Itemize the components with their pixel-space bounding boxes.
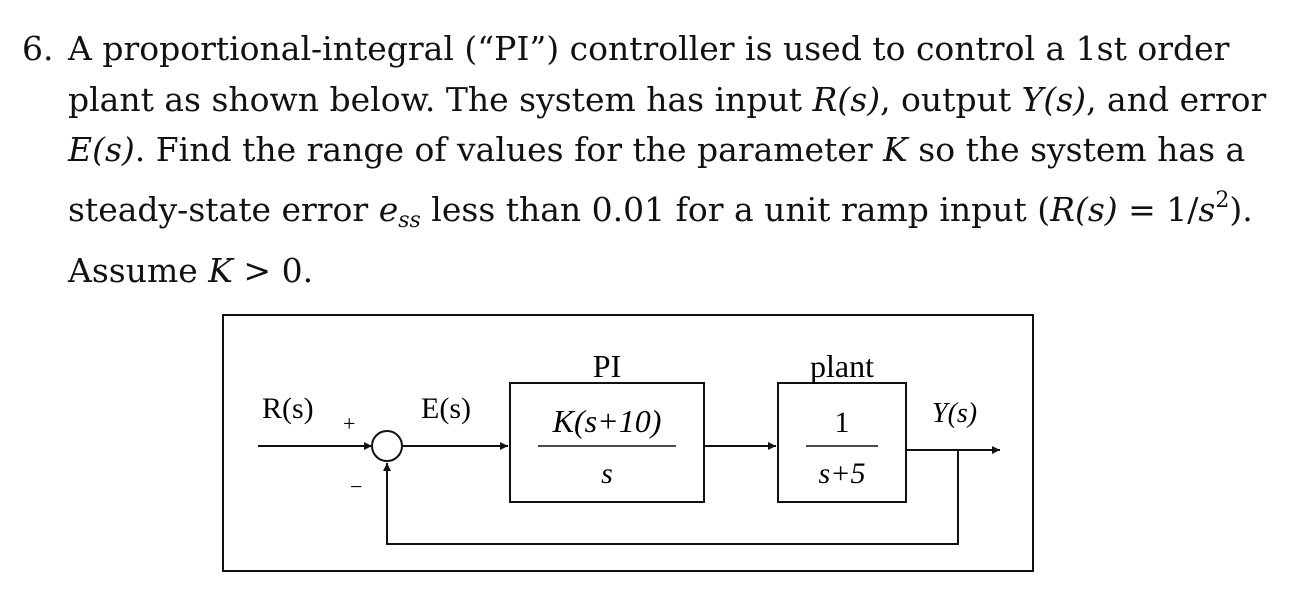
problem-text-segment: > 0. [232, 251, 314, 290]
math-ess-subscript: ss [398, 207, 421, 233]
output-label: Y(s) [932, 398, 977, 429]
problem-text-segment: plant as shown below. The system has inp… [68, 79, 813, 119]
problem-text-segment: ). [1229, 189, 1253, 229]
problem-text-segment: . Find the range of values for the param… [134, 130, 884, 169]
pi-numerator: K(s+10) [552, 403, 662, 439]
diagram-frame [222, 314, 1034, 572]
plus-sign: + [343, 411, 355, 436]
math-input-R: R(s) [812, 79, 881, 119]
math-parameter-K: K [208, 251, 233, 290]
math-s-variable: s [1198, 189, 1216, 229]
plant-numerator: 1 [835, 406, 850, 439]
problem-text-segment: less than 0.01 for a unit ramp input ( [420, 189, 1051, 229]
problem-text-segment: , output [880, 79, 1022, 119]
problem-text-segment: , and error [1086, 79, 1267, 119]
problem-line-5: Assume K > 0. [68, 246, 1272, 297]
problem-line-1: A proportional-integral (“PI”) controlle… [68, 24, 1272, 75]
plant-block-title: plant [810, 348, 874, 384]
problem-line-4: steady-state error ess less than 0.01 fo… [68, 176, 1272, 247]
problem-text-segment: steady-state error [68, 189, 379, 229]
pi-controller-block [509, 382, 705, 503]
error-label: E(s) [421, 392, 471, 425]
problem-statement: 6. A proportional-integral (“PI”) contro… [22, 24, 1272, 297]
feedback-path [383, 450, 959, 545]
problem-text-segment: = 1/ [1117, 189, 1199, 229]
math-error-E: E(s) [68, 130, 135, 169]
input-label: R(s) [262, 392, 314, 425]
math-output-Y: Y(s) [1021, 79, 1087, 119]
problem-text-segment: A proportional-integral (“PI”) controlle… [68, 29, 1230, 68]
math-input-R: R(s) [1050, 189, 1118, 229]
problem-line-2: plant as shown below. The system has inp… [68, 75, 1272, 126]
problem-number: 6. [22, 29, 54, 68]
plant-denominator: s+5 [819, 457, 866, 490]
problem-text-segment: Assume [68, 251, 209, 290]
math-exponent: 2 [1215, 187, 1230, 213]
pi-denominator: s [601, 457, 613, 490]
problem-text-segment: so the system has a [907, 130, 1246, 169]
problem-line-3: E(s). Find the range of values for the p… [68, 125, 1272, 176]
problem-text: A proportional-integral (“PI”) controlle… [68, 24, 1272, 297]
summing-junction [371, 430, 403, 462]
math-parameter-K: K [883, 130, 908, 169]
minus-sign: − [350, 474, 362, 499]
math-ess-base: e [378, 189, 399, 229]
plant-block [777, 382, 907, 503]
pi-block-title: PI [593, 348, 621, 384]
